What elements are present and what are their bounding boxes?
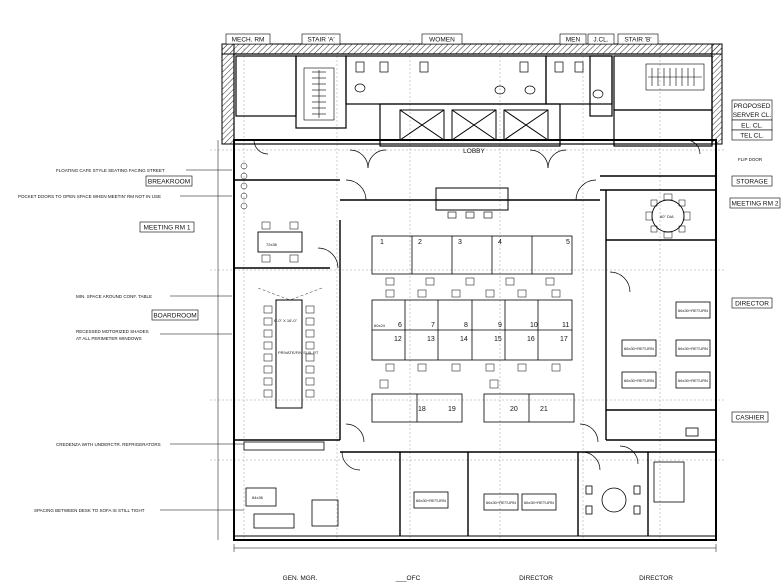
room-label-ofc: ___OFC — [395, 575, 421, 582]
note-shades-1: RECESSED MOTORIZED SHADES — [76, 329, 149, 334]
note-pocket-doors: POCKET DOORS TO OPEN SPACE WHEN MEETIN' … — [18, 194, 161, 199]
workstation-number: 7 — [431, 322, 435, 329]
room-label-jcl: J.CL. — [593, 37, 608, 44]
workstation-number: 12 — [394, 336, 402, 343]
room-label-cashier: CASHIER — [736, 415, 765, 422]
workstation-number: 20 — [510, 406, 518, 413]
reception-chairs — [447, 211, 493, 219]
room-label-stair-b: STAIR 'B' — [624, 37, 651, 44]
room-label-meeting-rm-2: MEETING RM 2 — [732, 201, 779, 208]
room-label-lobby: LOBBY — [463, 148, 485, 155]
room-label-stair-a: STAIR 'A' — [307, 37, 334, 44]
note-spacing: SPACING BETWEEN DESK TO SOFA IS STILL TI… — [34, 508, 145, 513]
workstation-number: 18 — [418, 406, 426, 413]
director-desks — [621, 301, 711, 437]
room-label-proposed: PROPOSED — [734, 103, 771, 110]
interior-walls — [234, 175, 716, 536]
desk-return-size: 66x30+RETURN — [678, 308, 708, 313]
room-label-director-right: DIRECTOR — [735, 301, 769, 308]
desk-return-size: 66x30+RETURN — [524, 500, 554, 505]
workstation-number: 21 — [540, 406, 548, 413]
toilet-icons — [354, 61, 604, 99]
workstation-number: 10 — [530, 322, 538, 329]
workstation-number: 11 — [562, 322, 569, 329]
room-label-tel-cl: TEL CL. — [740, 133, 764, 140]
note-flip-door: FLIP DOOR — [738, 157, 763, 162]
desk-return-size: 66x30+RETURN — [624, 346, 654, 351]
dimension-lines — [217, 140, 717, 552]
boardroom-sightlines — [257, 287, 323, 301]
bottom-office-furniture — [245, 461, 685, 529]
room-label-meeting-rm-1: MEETING RM 1 — [144, 225, 191, 232]
workstation-clusters — [371, 235, 575, 423]
core-walls — [221, 43, 723, 145]
workstation-number: 3 — [458, 239, 462, 246]
note-min-space: MIN. SPACE AROUND CONF. TABLE — [76, 294, 152, 299]
stair-a-icon — [303, 67, 335, 121]
note-shades-2: AT ALL PERIMETER WINDOWS — [76, 336, 142, 341]
workstation-number: 8 — [464, 322, 468, 329]
boardroom-chairs — [263, 305, 315, 398]
workstation-number: 14 — [460, 336, 468, 343]
room-label-women: WOMEN — [429, 37, 455, 44]
stair-b-icon — [645, 63, 705, 91]
desk-return-size: 66x30+RETURN — [678, 346, 708, 351]
meeting-rm2-chairs — [645, 193, 691, 239]
workstation-number: 2 — [418, 239, 422, 246]
boardroom-table — [275, 299, 303, 409]
elevator-icons — [399, 109, 549, 141]
gm-desk-size: 84x36 — [252, 495, 264, 500]
room-label-men: MEN — [566, 37, 581, 44]
desk-return-size: 66x30+RETURN — [416, 498, 446, 503]
conf-table-size: 72x36 — [266, 242, 278, 247]
boardroom-dim: 6'-0" X 16'-0" — [274, 318, 298, 323]
door-swings — [253, 139, 701, 471]
reception-desk — [435, 187, 509, 211]
note-credenza: CREDENZA WITH UNDERCTR. REFRIGERATORS — [56, 442, 161, 447]
room-label-storage: STORAGE — [736, 179, 768, 186]
note-floating-cafe: FLOATING CAFE STYLE SEATING FACING STREE… — [56, 168, 165, 173]
workstation-number: 15 — [494, 336, 502, 343]
desk-small-size: 60x24 — [374, 323, 386, 328]
room-label-director-bottom-2: DIRECTOR — [639, 575, 673, 582]
boardroom-table-label: PRIVATE/FIN SUIL RT — [278, 350, 319, 355]
room-label-boardroom: BOARDROOM — [153, 313, 196, 320]
workstation-number: 19 — [448, 406, 456, 413]
desk-return-size: 66x30+RETURN — [624, 378, 654, 383]
room-label-breakroom: BREAKROOM — [148, 179, 190, 186]
core-rooms — [235, 55, 713, 147]
workstation-chairs — [379, 277, 561, 389]
workstation-number: 16 — [527, 336, 535, 343]
meeting-rm1-table — [257, 231, 303, 253]
building-outline — [233, 53, 717, 541]
workstation-number: 9 — [498, 322, 502, 329]
room-label-director-bottom-1: DIRECTOR — [519, 575, 553, 582]
desk-return-size: 66x30+RETURN — [486, 500, 516, 505]
workstation-number: 5 — [566, 239, 570, 246]
desk-return-size: 66x30+RETURN — [678, 378, 708, 383]
round-table-size: 60" DIA — [660, 214, 674, 219]
room-label-gen-mgr: GEN. MGR. — [283, 575, 318, 582]
workstation-number: 4 — [498, 239, 502, 246]
room-label-el-cl: EL. CL. — [741, 123, 763, 130]
workstation-number: 17 — [560, 336, 568, 343]
workstation-number: 1 — [380, 239, 384, 246]
column-gridlines — [210, 40, 725, 540]
room-label-mech-rm: MECH. RM — [232, 37, 265, 44]
workstation-number: 6 — [398, 322, 402, 329]
meeting-rm1-chairs — [261, 221, 299, 263]
room-label-server-cl: SERVER CL. — [733, 112, 772, 119]
cafe-stools — [240, 162, 248, 210]
workstation-number: 13 — [427, 336, 435, 343]
credenza — [243, 441, 325, 451]
